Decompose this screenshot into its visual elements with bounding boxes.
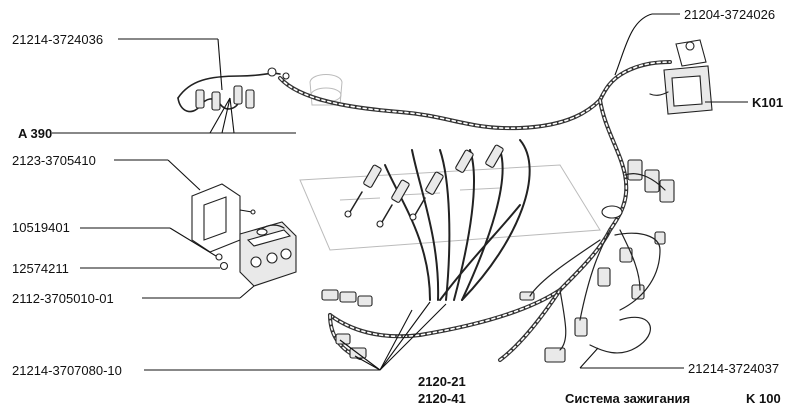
page-code: K 100: [746, 391, 781, 406]
label-21214-3707080-10: 21214-3707080-10: [12, 363, 122, 378]
leader-lines: [52, 13, 748, 371]
label-12574211: 12574211: [12, 261, 69, 276]
label-k101: K101: [752, 95, 783, 110]
labels: 21214-3724036 A 390 2123-3705410 1051940…: [12, 7, 783, 406]
model-code-2: 2120-41: [418, 391, 466, 406]
label-21214-3724037: 21214-3724037: [688, 361, 779, 376]
spark-plug-leads: [344, 139, 531, 301]
label-a390: A 390: [18, 126, 52, 141]
top-left-wire-set: [177, 67, 290, 113]
spark-plug-tips: [344, 191, 426, 228]
ignition-coil: [239, 221, 297, 287]
label-2123-3705410: 2123-3705410: [12, 153, 96, 168]
spark-plug: [363, 144, 504, 203]
label-2112-3705010-01: 2112-3705010-01: [12, 291, 114, 306]
label-21204-3724026: 21204-3724026: [684, 7, 775, 22]
system-title: Система зажигания: [565, 391, 690, 406]
label-10519401: 10519401: [12, 220, 70, 235]
harness-connectors: [321, 159, 675, 363]
label-21214-3724036: 21214-3724036: [12, 32, 103, 47]
ignition-module: [191, 183, 256, 253]
fasteners: [215, 253, 229, 271]
model-code-1: 2120-21: [418, 374, 466, 389]
k101-control-unit: [649, 39, 713, 115]
